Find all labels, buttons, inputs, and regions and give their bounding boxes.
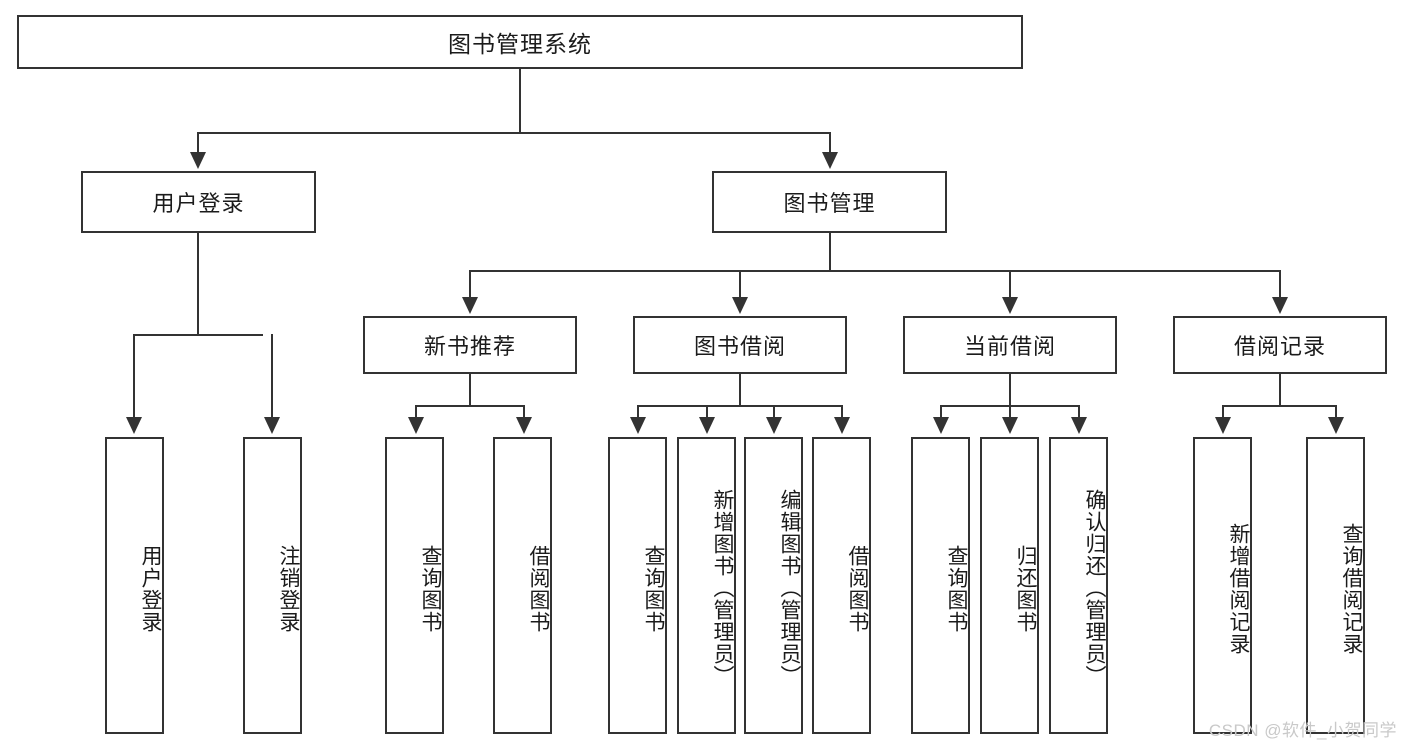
connector-br-bar — [1222, 405, 1337, 407]
arrow-bb-leaf-3 — [766, 417, 782, 434]
connector-root-bar — [197, 132, 831, 134]
arrow-to-borrow-record — [1272, 297, 1288, 314]
leaf-borrow-book-nbr[interactable]: 借阅图书 — [493, 437, 552, 734]
leaf-query-book-bb[interactable]: 查询图书 — [608, 437, 667, 734]
connector-root-drop-2 — [829, 132, 831, 153]
connector-cb-trunk — [1009, 374, 1011, 406]
node-new-book-recommend[interactable]: 新书推荐 — [363, 316, 577, 374]
arrow-cb-leaf-1 — [933, 417, 949, 434]
arrow-bb-leaf-2 — [699, 417, 715, 434]
connector-cb-drop-2 — [1009, 405, 1011, 418]
connector-level3-drop-1 — [469, 270, 471, 298]
arrow-to-user-login — [190, 152, 206, 169]
connector-bb-drop-2 — [706, 405, 708, 418]
connector-bb-drop-4 — [841, 405, 843, 418]
connector-br-trunk — [1279, 374, 1281, 406]
leaf-logout[interactable]: 注销登录 — [243, 437, 302, 734]
arrow-to-new-book-recommend — [462, 297, 478, 314]
node-user-login[interactable]: 用户登录 — [81, 171, 316, 233]
connector-user-login-drop-2 — [271, 334, 273, 418]
connector-user-login-trunk — [197, 233, 199, 335]
arrow-to-leaf-user-login — [126, 417, 142, 434]
connector-bb-drop-1 — [637, 405, 639, 418]
arrow-to-leaf-logout — [264, 417, 280, 434]
arrow-to-current-borrow — [1002, 297, 1018, 314]
connector-level3-drop-2 — [739, 270, 741, 298]
arrow-cb-leaf-2 — [1002, 417, 1018, 434]
arrow-nbr-leaf-2 — [516, 417, 532, 434]
leaf-add-book-admin[interactable]: 新增图书（管理员） — [677, 437, 736, 734]
leaf-user-login[interactable]: 用户登录 — [105, 437, 164, 734]
connector-level3-drop-4 — [1279, 270, 1281, 298]
leaf-confirm-return-admin[interactable]: 确认归还（管理员） — [1049, 437, 1108, 734]
arrow-br-leaf-1 — [1215, 417, 1231, 434]
csdn-watermark: CSDN @软件_小贺同学 — [1208, 721, 1397, 740]
leaf-query-book-cb[interactable]: 查询图书 — [911, 437, 970, 734]
connector-bb-drop-3 — [773, 405, 775, 418]
connector-level3-drop-3 — [1009, 270, 1011, 298]
connector-cb-drop-1 — [940, 405, 942, 418]
connector-bb-bar — [637, 405, 843, 407]
connector-br-drop-1 — [1222, 405, 1224, 418]
connector-nbr-trunk — [469, 374, 471, 406]
arrow-bb-leaf-4 — [834, 417, 850, 434]
arrow-to-book-borrow — [732, 297, 748, 314]
connector-user-login-bar — [133, 334, 263, 336]
arrow-bb-leaf-1 — [630, 417, 646, 434]
connector-nbr-drop-1 — [415, 405, 417, 418]
leaf-borrow-book-bb[interactable]: 借阅图书 — [812, 437, 871, 734]
connector-nbr-drop-2 — [523, 405, 525, 418]
node-book-borrow[interactable]: 图书借阅 — [633, 316, 847, 374]
connector-book-manage-trunk — [829, 233, 831, 271]
node-root-system[interactable]: 图书管理系统 — [17, 15, 1023, 69]
node-borrow-record[interactable]: 借阅记录 — [1173, 316, 1387, 374]
leaf-query-book-nbr[interactable]: 查询图书 — [385, 437, 444, 734]
node-book-manage[interactable]: 图书管理 — [712, 171, 947, 233]
arrow-cb-leaf-3 — [1071, 417, 1087, 434]
leaf-add-borrow-record[interactable]: 新增借阅记录 — [1193, 437, 1252, 734]
connector-book-manage-bar — [469, 270, 1281, 272]
leaf-edit-book-admin[interactable]: 编辑图书（管理员） — [744, 437, 803, 734]
leaf-query-borrow-record[interactable]: 查询借阅记录 — [1306, 437, 1365, 734]
leaf-return-book[interactable]: 归还图书 — [980, 437, 1039, 734]
connector-root-drop-1 — [197, 132, 199, 153]
arrow-nbr-leaf-1 — [408, 417, 424, 434]
connector-nbr-bar — [415, 405, 525, 407]
arrow-to-book-manage — [822, 152, 838, 169]
arrow-br-leaf-2 — [1328, 417, 1344, 434]
connector-root-trunk — [519, 69, 521, 133]
connector-bb-trunk — [739, 374, 741, 406]
node-current-borrow[interactable]: 当前借阅 — [903, 316, 1117, 374]
connector-user-login-drop-1 — [133, 334, 135, 418]
connector-br-drop-2 — [1335, 405, 1337, 418]
connector-cb-drop-3 — [1078, 405, 1080, 418]
